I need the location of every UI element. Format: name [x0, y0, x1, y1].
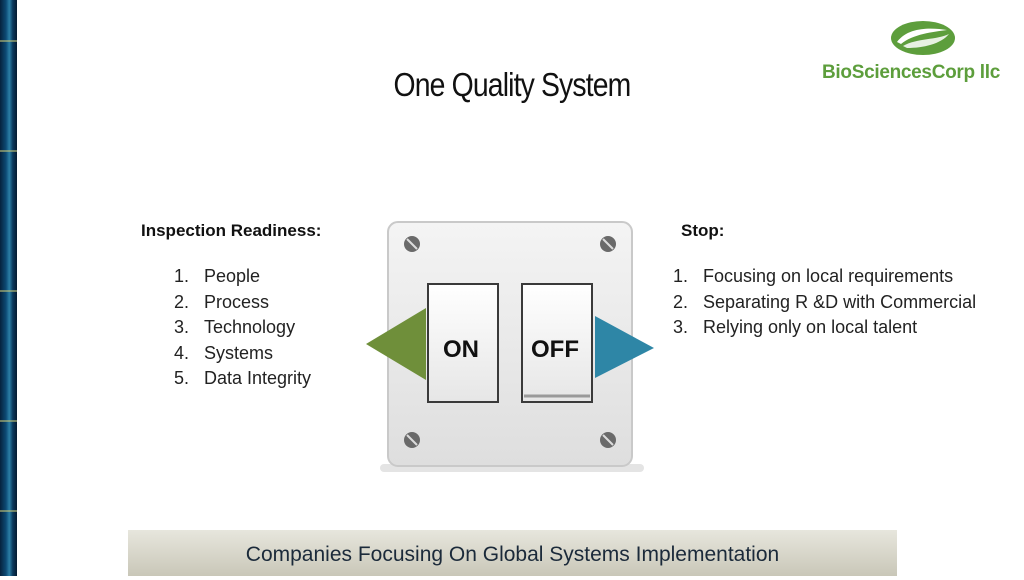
- inspection-readiness-list: 1.People 2.Process 3.Technology 4.System…: [174, 264, 311, 392]
- off-arrow-icon: [595, 316, 654, 378]
- on-rocker: [427, 283, 499, 403]
- slide-title: One Quality System: [393, 66, 632, 103]
- bottom-banner: Companies Focusing On Global Systems Imp…: [128, 530, 897, 576]
- list-item: 2.Separating R &D with Commercial: [673, 291, 977, 312]
- strip-streak: [0, 40, 17, 42]
- stop-list: 1.Focusing on local requirements 2.Separ…: [673, 264, 976, 341]
- off-rocker: [521, 283, 593, 403]
- on-arrow-icon: [366, 308, 426, 380]
- list-item: 5.Data Integrity: [174, 368, 312, 389]
- on-off-switch-graphic: ON OFF: [366, 221, 654, 472]
- company-logo: BioSciencesCorp llc: [822, 18, 1024, 88]
- list-item: 3.Technology: [174, 317, 296, 338]
- screw-icon: [600, 432, 616, 448]
- logo-mark-icon: [891, 21, 955, 55]
- screw-icon: [600, 236, 616, 252]
- left-heading: Inspection Readiness:: [141, 221, 322, 240]
- logo-text: BioSciencesCorp llc: [822, 62, 1001, 83]
- strip-streak: [0, 420, 17, 422]
- list-item: 3.Relying only on local talent: [673, 317, 918, 338]
- decorative-side-strip: [0, 0, 17, 576]
- strip-streak: [0, 150, 17, 152]
- list-item: 4.Systems: [174, 342, 274, 363]
- list-item: 2.Process: [174, 291, 270, 312]
- list-item: 1.Focusing on local requirements: [673, 266, 954, 286]
- off-label: OFF: [531, 336, 579, 363]
- screw-icon: [404, 432, 420, 448]
- strip-streak: [0, 510, 17, 512]
- list-item: 1.People: [174, 266, 261, 286]
- strip-streak: [0, 290, 17, 292]
- screw-icon: [404, 236, 420, 252]
- on-label: ON: [443, 336, 479, 363]
- right-heading: Stop:: [681, 221, 725, 240]
